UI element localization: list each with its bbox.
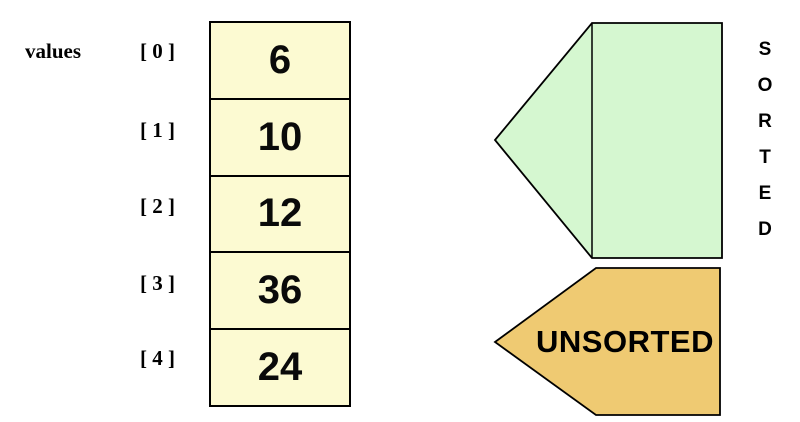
array-cell-0: 6: [211, 23, 349, 100]
array-cell-3: 36: [211, 253, 349, 331]
sorted-arrow-shape: [493, 22, 723, 259]
array-cell-2: 12: [211, 177, 349, 254]
cell-value-0: 6: [268, 37, 292, 82]
array-box: 6 10 12 36 24: [209, 21, 351, 407]
sorted-letter-5: D: [758, 219, 772, 240]
sorted-letter-3: T: [759, 147, 771, 168]
sorted-letter-2: R: [758, 111, 772, 132]
index-label-3: [ 3 ]: [140, 271, 175, 295]
cell-value-2: 12: [257, 191, 303, 236]
cell-value-4: 24: [257, 345, 303, 390]
cell-value-1: 10: [257, 114, 303, 159]
cell-value-3: 36: [257, 268, 303, 313]
index-label-0: [ 0 ]: [140, 39, 175, 63]
unsorted-label: UNSORTED: [536, 324, 714, 359]
array-cell-4: 24: [211, 330, 349, 405]
index-label-1: [ 1 ]: [140, 118, 175, 142]
sorted-letter-1: O: [757, 75, 773, 96]
array-name-label: values: [25, 39, 82, 63]
sorted-letter-0: S: [758, 39, 772, 60]
index-label-4: [ 4 ]: [140, 346, 175, 370]
array-cell-1: 10: [211, 100, 349, 177]
sorted-letter-4: E: [758, 183, 772, 204]
unsorted-arrow-shape: [493, 267, 721, 416]
index-label-2: [ 2 ]: [140, 194, 175, 218]
sorted-label: S O R T E D: [752, 32, 778, 248]
